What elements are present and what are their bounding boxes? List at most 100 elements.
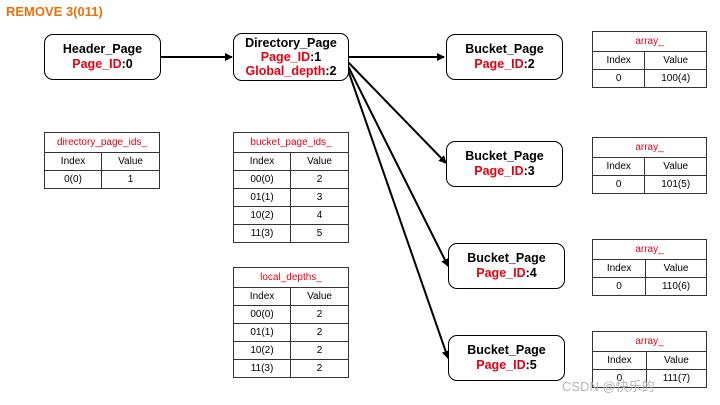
bucket-page-id-label: Page_ID [476,266,526,280]
value-cell: 2 [290,341,349,360]
table-header-row: Index Value [232,152,349,171]
column-header: Value [644,51,707,70]
directory-page-id-line: Page_ID:1 [261,50,321,64]
index-cell: 0 [591,175,646,194]
diagram-title: REMOVE 3(011) [6,4,103,19]
table-caption: array_ [592,331,707,352]
bucket-page-id-line: Page_ID:2 [474,57,534,72]
bucket-page-id-label: Page_ID [476,358,526,372]
column-header: Value [290,287,349,306]
column-header: Value [645,259,707,278]
index-cell: 01(1) [232,188,292,207]
bucket-page-name: Bucket_Page [467,251,546,265]
value-cell: 3 [290,188,349,207]
bucket-page-name: Bucket_Page [467,343,546,357]
value-cell: 2 [290,305,349,324]
column-header: Index [591,51,646,70]
bucket-page-node: Bucket_Page Page_ID:2 [446,34,563,80]
column-header: Index [232,152,292,171]
table-row: 11(3) 5 [232,224,349,243]
bucket-page-id-value: :5 [525,358,537,372]
table-row: 0 100(4) [591,69,707,88]
bucket-page-node: Bucket_Page Page_ID:4 [448,243,565,289]
column-header: Value [644,157,707,176]
table-row: 0 101(5) [591,175,707,194]
bucket-page-id-value: :2 [523,57,535,71]
column-header: Index [591,259,647,278]
column-header: Index [43,152,103,171]
directory-page-ids-table: directory_page_ids_ Index Value 0(0) 1 [43,132,160,189]
directory-page-name: Directory_Page [245,36,337,50]
table-header-row: Index Value [591,157,707,176]
column-header: Index [591,157,646,176]
directory-page-id-label: Page_ID [260,50,311,64]
column-header: Value [290,152,349,171]
bucket-page-id-label: Page_ID [474,164,524,178]
table-header-row: Index Value [591,51,707,70]
value-cell: 100(4) [644,69,707,88]
directory-global-depth-label: Global_depth [245,64,326,78]
bucket-page-node: Bucket_Page Page_ID:5 [448,335,565,381]
watermark: CSDN @快乐的 [562,379,655,394]
table-row: 00(0) 2 [232,170,349,189]
table-caption: array_ [592,31,707,52]
bucket-page-name: Bucket_Page [465,42,544,56]
header-page-id-value: :0 [121,57,133,71]
bucket-array-table: array_ Index Value 0 101(5) [591,137,707,194]
table-row: 00(0) 2 [232,305,349,324]
column-header: Index [232,287,292,306]
value-cell: 4 [290,206,349,225]
column-header: Value [101,152,160,171]
table-header-row: Index Value [592,351,708,370]
table-caption: bucket_page_ids_ [233,132,349,153]
bucket-page-id-line: Page_ID:3 [474,164,534,179]
index-cell: 10(2) [232,206,292,225]
arrow-directory-to-bucket-4 [347,65,449,267]
header-page-name: Header_Page [62,42,143,56]
bucket-page-name: Bucket_Page [465,149,544,163]
value-cell: 110(6) [645,277,707,296]
table-row: 0 111(7) [592,369,708,388]
bucket-page-id-label: Page_ID [474,57,524,71]
table-header-row: Index Value [232,287,349,306]
bucket-page-id-line: Page_ID:5 [476,358,536,373]
index-cell: 0 [591,277,647,296]
directory-global-depth-line: Global_depth:2 [246,64,337,78]
table-caption: local_depths_ [233,267,349,288]
index-cell: 10(2) [232,341,292,360]
index-cell: 00(0) [232,170,292,189]
table-row: 11(3) 2 [232,359,349,378]
local-depths-table: local_depths_ Index Value 00(0) 2 01(1) … [232,267,349,378]
table-row: 10(2) 2 [232,341,349,360]
column-header: Value [645,351,708,370]
table-row: 01(1) 3 [232,188,349,207]
header-page-node: Header_Page Page_ID:0 [44,34,161,80]
bucket-page-id-value: :4 [525,266,537,280]
directory-page-node: Directory_Page Page_ID:1 Global_depth:2 [233,33,349,81]
table-caption: array_ [592,137,707,158]
index-cell: 01(1) [232,323,292,342]
index-cell: 00(0) [232,305,292,324]
arrow-directory-to-bucket-3 [347,61,447,164]
table-caption: array_ [592,239,707,260]
arrow-directory-to-bucket-5 [347,69,450,359]
bucket-page-ids-table: bucket_page_ids_ Index Value 00(0) 2 01(… [232,132,349,243]
index-cell: 11(3) [232,359,292,378]
bucket-array-table: array_ Index Value 0 100(4) [591,31,707,88]
table-row: 0(0) 1 [43,170,160,189]
index-cell: 11(3) [232,224,292,243]
header-page-id-label: Page_ID [72,57,122,71]
table-row: 10(2) 4 [232,206,349,225]
column-header: Index [592,351,647,370]
table-caption: directory_page_ids_ [44,132,160,153]
table-header-row: Index Value [43,152,160,171]
value-cell: 5 [290,224,349,243]
bucket-array-table: array_ Index Value 0 111(7) [592,331,708,388]
bucket-page-id-line: Page_ID:4 [476,266,536,281]
table-row: 01(1) 2 [232,323,349,342]
directory-global-depth-value: :2 [325,64,337,78]
value-cell: 2 [290,359,349,378]
index-cell: 0 [591,69,646,88]
value-cell: 111(7) [645,369,708,388]
